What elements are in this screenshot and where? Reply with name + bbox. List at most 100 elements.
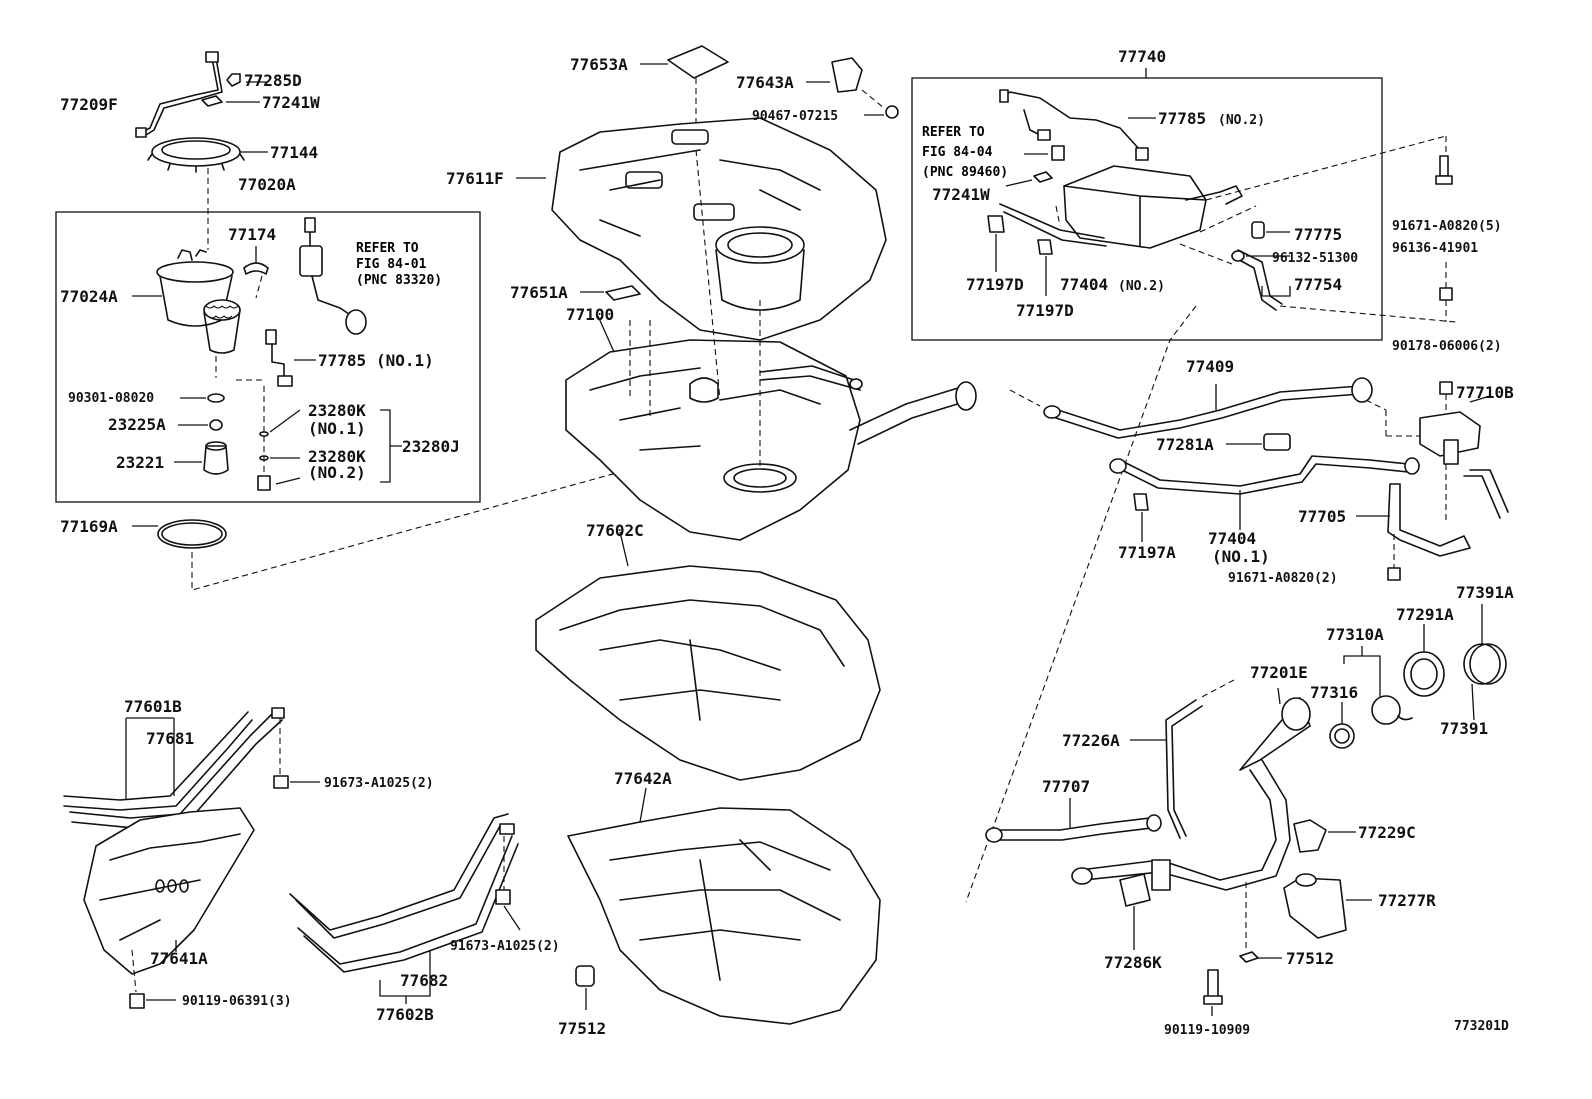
clamp-77285D [226,73,268,87]
bolt-91671-bottom [1387,567,1401,581]
refer-note-1-line1: REFER TO [356,241,419,256]
label-77740: 77740 [1118,47,1166,66]
hose-77754 [1231,249,1291,311]
bolt-91671-top [1435,136,1453,290]
fuel-tank-77100 [565,149,977,541]
label-77197D-a: 77197D [966,275,1024,294]
bolt-91673-a [273,775,320,789]
label-77785-no1-qualifier: (NO.1) [376,351,434,370]
label-77404-no2: 77404 [1060,275,1108,294]
band-77602B [289,813,519,1004]
refer-note-2-line2: FIG 84-04 [922,145,993,160]
label-90119-06391: 90119-06391(3) [182,994,292,1009]
label-77404-no1-qualifier: (NO.1) [1212,547,1270,566]
pad-77643A [806,57,885,109]
label-77602C: 77602C [586,521,644,540]
label-77681: 77681 [146,729,194,748]
label-77785-no1: 77785 [318,351,366,370]
nut-90178 [1439,381,1453,412]
label-77404-no1: 77404 [1208,529,1256,548]
protector-77642A [567,787,881,1025]
gauge-clip-77174 [243,246,269,299]
label-77209F: 77209F [60,95,118,114]
label-91671-A0820-5: 91671-A0820(5) [1392,219,1502,234]
wire-77785-no2 [999,89,1156,161]
heat-insulator-77611F [516,117,887,341]
label-77707: 77707 [1042,777,1090,796]
label-77241W: 77241W [262,93,320,112]
label-77643A: 77643A [736,73,794,92]
label-96136-41901: 96136-41901 [1392,241,1478,256]
label-77310A: 77310A [1326,625,1384,644]
label-23280K-no1: 23280K [308,401,366,420]
guide-line [191,439,737,591]
label-77241W-b: 77241W [932,185,990,204]
refer-note-1-line3: (PNC 83320) [356,273,442,288]
protector-77653A [640,45,729,150]
hose-77404-no1 [1109,455,1420,530]
clamp-77197D-a [987,215,1005,272]
label-77020A: 77020A [238,175,296,194]
label-77611F: 77611F [446,169,504,188]
fuel-pump-assembly-box [55,211,481,503]
label-23280K-no2-qualifier: (NO.2) [308,463,366,482]
label-77601B: 77601B [124,697,182,716]
regulator-parts [236,379,402,491]
filter-23221 [174,441,229,475]
label-77710B: 77710B [1456,383,1514,402]
retainer-ring-77144 [147,137,268,173]
label-77512-right: 77512 [1286,949,1334,968]
label-90467-07215: 90467-07215 [752,109,838,124]
wire-77785-no1 [265,329,316,387]
label-23221: 23221 [116,453,164,472]
label-23280K-no2: 23280K [308,447,366,466]
valve-77775 [1251,221,1290,239]
label-91671-A0820-2: 91671-A0820(2) [1228,571,1338,586]
label-77391A: 77391A [1456,583,1514,602]
bolt-91673-b [495,889,521,931]
label-77285D: 77285D [244,71,302,90]
bolt-90467 [864,105,899,119]
sensor-clip [1024,145,1065,161]
clip-77241W-b [1005,171,1053,187]
label-23280K-no1-qualifier: (NO.1) [308,419,366,438]
band-77601B [63,707,285,829]
label-23280J: 23280J [402,437,460,456]
protector-77651A [580,285,641,301]
protector-77641A [83,807,255,993]
protector-77602C [535,531,881,781]
sender-wire [299,217,367,335]
label-77785-no2-qualifier: (NO.2) [1218,113,1265,128]
cushion-77512-center [575,965,595,1010]
refer-note-2-line1: REFER TO [922,125,985,140]
bolt-90119-06391 [129,993,176,1009]
protector-77277R [1283,873,1372,939]
gasket-77169A [132,519,227,549]
label-77201E: 77201E [1250,663,1308,682]
label-77404-no2-qualifier: (NO.2) [1118,279,1165,294]
label-77512-center: 77512 [558,1019,606,1038]
cushion-23225A [178,419,223,431]
label-77024A: 77024A [60,287,118,306]
clamp-77281A [1226,433,1291,451]
label-77641A: 77641A [150,949,208,968]
label-77286K: 77286K [1104,953,1162,972]
clip-77512-right [1239,882,1282,963]
label-77409: 77409 [1186,357,1234,376]
clamp-77229C [1293,819,1356,853]
label-77316: 77316 [1310,683,1358,702]
label-77277R: 77277R [1378,891,1436,910]
oring-90301 [180,393,225,403]
label-77169A: 77169A [60,517,118,536]
label-91673-A1025-b: 91673-A1025(2) [450,939,560,954]
label-77775: 77775 [1294,225,1342,244]
label-77174: 77174 [228,225,276,244]
label-90301-08020: 90301-08020 [68,391,154,406]
canister [965,135,1457,903]
label-77144: 77144 [270,143,318,162]
nut-96136 [1439,287,1453,322]
label-90178-06006: 90178-06006(2) [1392,339,1502,354]
label-77705: 77705 [1298,507,1346,526]
label-77197A: 77197A [1118,543,1176,562]
